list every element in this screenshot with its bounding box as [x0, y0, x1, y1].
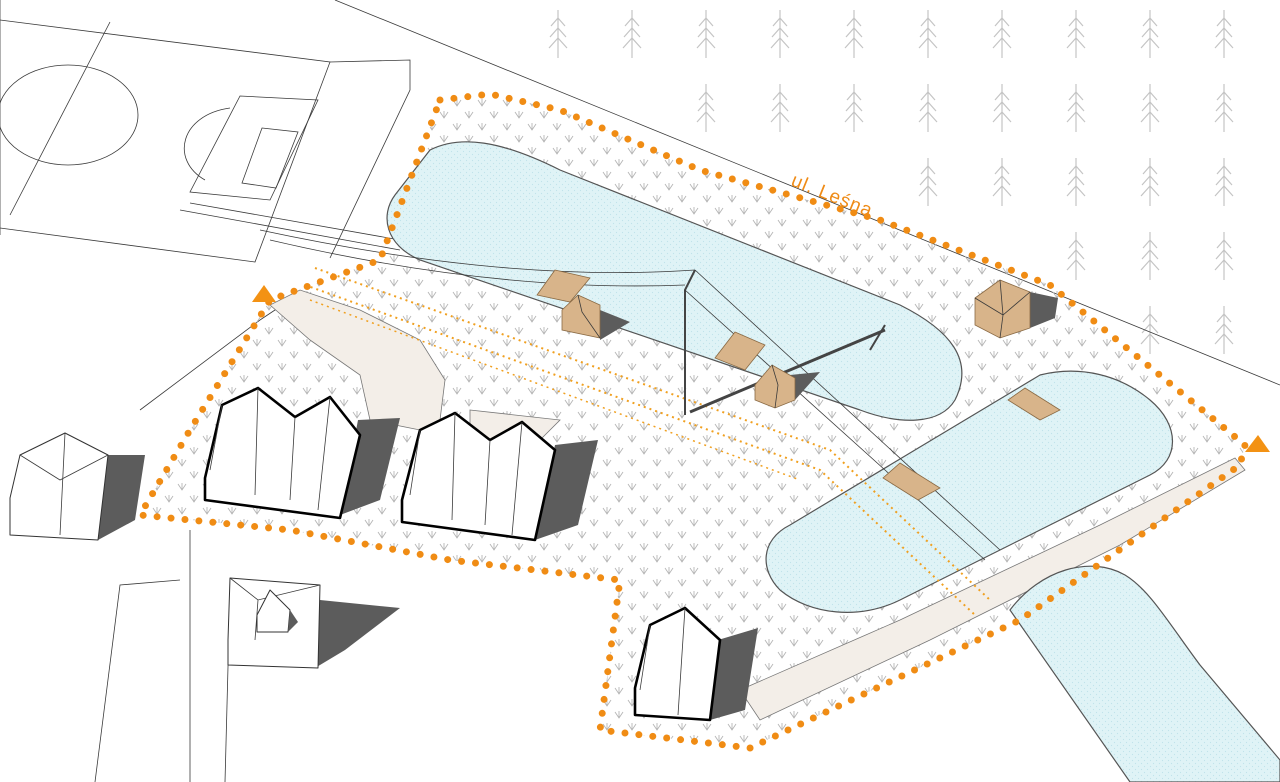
neighbour-2 — [227, 577, 400, 669]
conifer-tree-icon — [1066, 158, 1086, 206]
conifer-tree-icon — [1214, 306, 1234, 354]
pond-east — [765, 370, 1173, 613]
entrance-triangle-icon — [252, 285, 276, 302]
conifer-tree-icon — [844, 10, 864, 58]
main-buildings — [203, 386, 758, 722]
entrance-triangle-icon — [1245, 435, 1270, 452]
conifer-tree-icon — [548, 10, 568, 58]
ponds — [386, 141, 1280, 782]
building-2 — [400, 411, 598, 542]
wooden-decks — [536, 269, 1061, 501]
conifer-tree-icon — [1214, 10, 1234, 58]
conifer-tree-icon — [992, 10, 1012, 58]
conifer-tree-icon — [1066, 10, 1086, 58]
conifer-tree-icon — [1214, 158, 1234, 206]
utility-lines — [304, 267, 991, 616]
site-boundary — [134, 90, 1249, 752]
cabin-1 — [561, 294, 630, 340]
building-1 — [203, 386, 400, 520]
conifer-tree-icon — [1066, 232, 1086, 280]
conifer-tree-icon — [1214, 232, 1234, 280]
conifer-tree-icon — [918, 158, 938, 206]
conifer-tree-icon — [622, 10, 642, 58]
conifer-tree-icon — [1066, 84, 1086, 132]
entrance-markers — [252, 285, 1270, 452]
conifer-tree-icon — [1140, 232, 1160, 280]
conifer-tree-icon — [696, 10, 716, 58]
conifer-tree-icon — [918, 10, 938, 58]
conifer-tree-icon — [1140, 306, 1160, 354]
deck-4 — [882, 462, 941, 501]
building-3 — [633, 606, 758, 722]
sports-pitch — [0, 19, 411, 263]
conifer-tree-icon — [918, 84, 938, 132]
neighbour-1 — [9, 432, 145, 541]
conifer-tree-icon — [1214, 84, 1234, 132]
cabin-2 — [754, 364, 820, 409]
gazebo — [974, 279, 1058, 339]
deck-3 — [1007, 387, 1061, 421]
conifer-tree-icon — [770, 10, 790, 58]
conifer-tree-icon — [992, 158, 1012, 206]
pond-south — [1009, 565, 1280, 782]
neighbour-buildings — [9, 432, 400, 669]
pond-north — [386, 141, 963, 421]
conifer-tree-icon — [1140, 84, 1160, 132]
conifer-tree-icon — [992, 84, 1012, 132]
bridge-structure — [259, 229, 1001, 561]
cabins — [561, 279, 1058, 409]
conifer-tree-icon — [770, 84, 790, 132]
conifer-tree-icon — [1140, 158, 1160, 206]
conifer-tree-icon — [844, 84, 864, 132]
deck-2 — [714, 331, 766, 371]
conifer-tree-icon — [1140, 10, 1160, 58]
conifer-tree-icon — [696, 84, 716, 132]
